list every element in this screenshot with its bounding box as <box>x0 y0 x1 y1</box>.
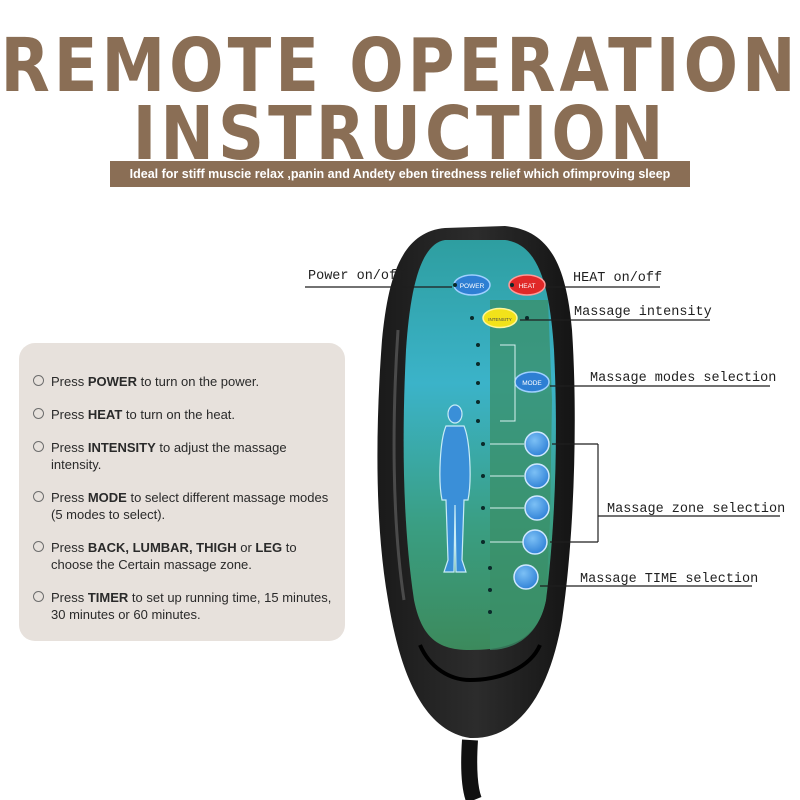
title-line-1: REMOTE OPERATION <box>0 24 800 110</box>
zone-buttons <box>490 431 550 590</box>
thigh-button[interactable] <box>524 495 550 521</box>
bullet-icon <box>33 541 44 552</box>
subtitle-banner: Ideal for stiff muscie relax ,panin and … <box>110 161 690 187</box>
title-line-2: INSTRUCTION <box>132 92 668 178</box>
leg-button[interactable] <box>522 529 548 555</box>
bullet-icon <box>33 408 44 419</box>
instruction-heat: Press HEAT to turn on the heat. <box>33 406 338 423</box>
power-button-label: POWER <box>460 283 485 290</box>
instruction-timer: Press TIMER to set up running time, 15 m… <box>33 589 338 623</box>
heat-button-label: HEAT <box>519 283 536 290</box>
callout-heat: HEAT on/off <box>573 271 663 286</box>
instructions-panel: Press POWER to turn on the power. Press … <box>19 343 345 641</box>
callout-intensity: Massage intensity <box>574 305 712 320</box>
intensity-button-label: INTENSITY <box>488 317 512 322</box>
indicator-leds <box>453 283 529 614</box>
remote-cable <box>461 739 482 800</box>
callout-lines <box>305 286 780 587</box>
instruction-intensity: Press INTENSITY to adjust the massage in… <box>33 439 338 473</box>
heat-button[interactable] <box>508 274 546 296</box>
callout-time: Massage TIME selection <box>580 572 759 587</box>
instructions-list: Press POWER to turn on the power. Press … <box>33 373 338 639</box>
instruction-zone: Press BACK, LUMBAR, THIGH or LEG to choo… <box>33 539 338 573</box>
bullet-icon <box>33 441 44 452</box>
bullet-icon <box>33 591 44 602</box>
callout-zone: Massage zone selection <box>607 502 786 517</box>
lumbar-button[interactable] <box>524 463 550 489</box>
back-button[interactable] <box>524 431 550 457</box>
body-silhouette-icon <box>439 404 471 573</box>
callout-power: Power on/off <box>308 269 406 284</box>
instruction-power: Press POWER to turn on the power. <box>33 373 338 390</box>
callout-modes: Massage modes selection <box>590 371 777 386</box>
bullet-icon <box>33 491 44 502</box>
bullet-icon <box>33 375 44 386</box>
timer-button[interactable] <box>513 564 539 590</box>
instruction-mode: Press MODE to select different massage m… <box>33 489 338 523</box>
mode-button-label: MODE <box>522 380 542 387</box>
intensity-button[interactable] <box>482 307 518 329</box>
